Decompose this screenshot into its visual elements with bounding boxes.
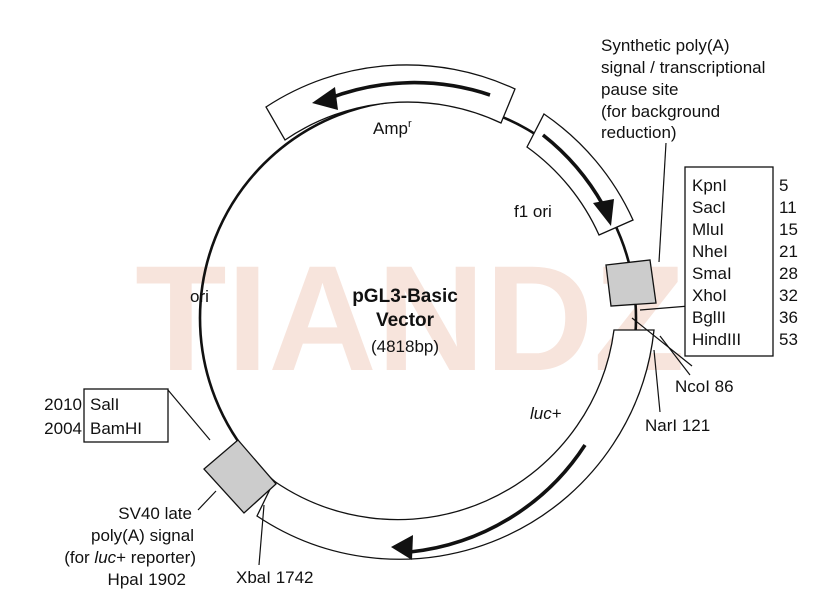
ncoi-leader-line: [659, 335, 691, 376]
polya-line-4: (for background: [601, 102, 720, 121]
amp-feature-band: [265, 64, 516, 141]
sv40-polya-box: [203, 439, 277, 514]
sv40-line-3: (for luc+ reporter): [64, 548, 196, 567]
mcs-site-name: KpnI: [692, 176, 727, 195]
vector-name-line1: pGL3-Basic: [352, 286, 458, 307]
nari-label: NarI 121: [645, 416, 710, 435]
mcs-site-pos: 28: [779, 264, 798, 283]
mcs-site-pos: 32: [779, 286, 798, 305]
vector-name-line2: Vector: [376, 310, 435, 331]
polya-line-3: pause site: [601, 80, 679, 99]
mcs-site-name: HindIII: [692, 330, 741, 349]
sv40-line-1: SV40 late: [118, 504, 192, 523]
luc-label: luc+: [530, 404, 562, 423]
bamhi-pos: 2004: [44, 419, 82, 438]
xbai-leader-line: [258, 504, 265, 566]
mcs-site-name: SmaI: [692, 264, 732, 283]
mcs-site-name: BglII: [692, 308, 726, 327]
mcs-box: [684, 166, 774, 357]
luc-arrow-head: [391, 535, 413, 560]
luc-direction-line: [409, 444, 587, 554]
amp-direction-line: [329, 80, 491, 100]
mcs-site-pos: 36: [779, 308, 798, 327]
mcs-site-pos: 21: [779, 242, 798, 261]
polya-line-5: reduction): [601, 123, 677, 142]
mcs-site-name: NheI: [692, 242, 728, 261]
synthetic-polya-box: [605, 259, 657, 307]
sali-pos: 2010: [44, 395, 82, 414]
mcs-site-name: MluI: [692, 220, 724, 239]
sali-name: SalI: [90, 395, 119, 414]
mcs-site-name: SacI: [692, 198, 726, 217]
mcs-site-pos: 53: [779, 330, 798, 349]
sali-leader-line: [167, 389, 211, 441]
polya-line-2: signal / transcriptional: [601, 58, 765, 77]
amp-arrow-head: [312, 87, 338, 110]
mcs-leader-line-2: [631, 317, 693, 367]
f1-ori-arrow-head: [593, 199, 614, 226]
ncoi-label: NcoI 86: [675, 377, 734, 396]
mcs-site-pos: 15: [779, 220, 798, 239]
mcs-site-name: XhoI: [692, 286, 727, 305]
f1-ori-direction-line: [541, 133, 605, 206]
ori-label: ori: [190, 287, 209, 306]
f1-ori-label: f1 ori: [514, 202, 552, 221]
xbai-label: XbaI 1742: [236, 568, 314, 587]
bamhi-name: BamHI: [90, 419, 142, 438]
mcs-leader-line-1: [639, 305, 690, 311]
sali-bamhi-box: [83, 388, 169, 443]
polya-leader-line: [658, 142, 667, 263]
sv40-leader-line: [197, 490, 217, 511]
hpai-label: HpaI 1902: [108, 570, 186, 589]
amp-label: Ampr: [373, 118, 412, 138]
mcs-site-pos: 11: [779, 198, 797, 217]
vector-size: (4818bp): [371, 337, 439, 356]
polya-line-1: Synthetic poly(A): [601, 36, 730, 55]
mcs-site-pos: 5: [779, 176, 788, 195]
sv40-line-2: poly(A) signal: [91, 526, 194, 545]
nari-leader-line: [653, 349, 661, 413]
watermark: TIANDZ: [135, 234, 685, 402]
